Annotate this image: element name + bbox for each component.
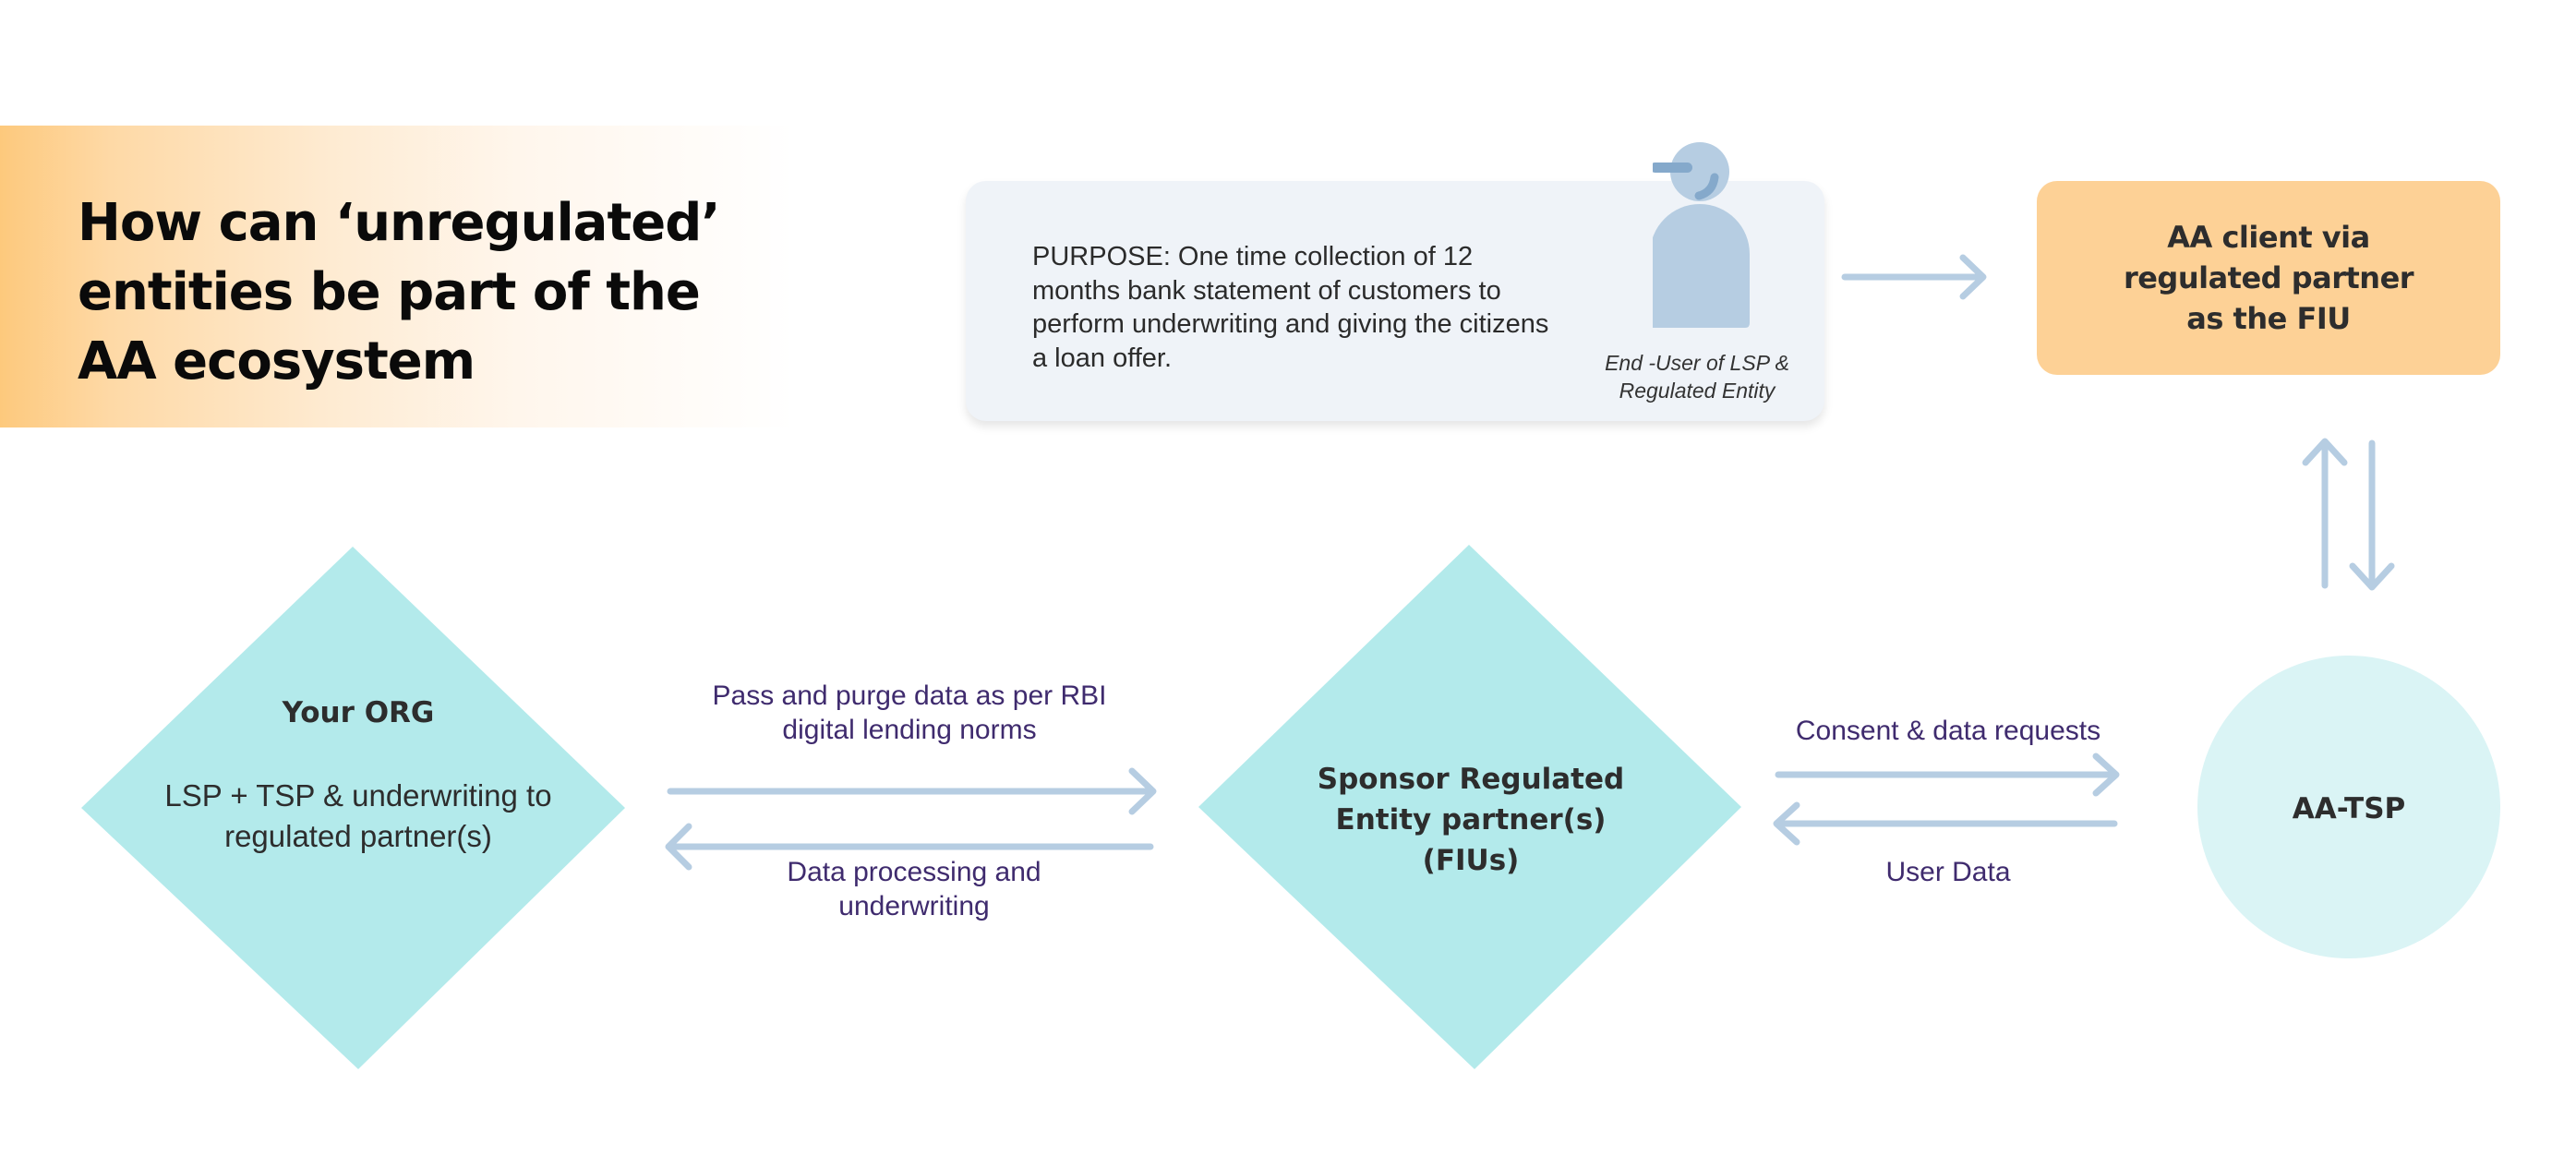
arrow-sponsor-to-org — [665, 823, 1154, 871]
your-org-diamond — [81, 547, 625, 1069]
flow-label-consent-requests: Consent & data requests — [1795, 716, 2101, 746]
your-org-description: LSP + TSP & underwriting to regulated pa… — [164, 778, 552, 853]
flow-label-pass-and-purge: Pass and purge data as per RBI digital l… — [712, 680, 1107, 745]
aa-client-node: AA client via regulated partner as the F… — [2037, 181, 2500, 375]
aa-tsp-circle — [2197, 656, 2500, 958]
sponsor-label: Sponsor Regulated Entity partner(s) (FIU… — [1317, 763, 1625, 877]
arrow-org-to-sponsor — [667, 767, 1157, 815]
page-title: How can ‘unregulated’ entities be part o… — [78, 193, 721, 391]
arrow-down-to-aa-tsp — [2349, 440, 2395, 591]
end-user-caption: End -User of LSP & Regulated Entity — [1605, 351, 1789, 403]
your-org-title: Your ORG — [282, 696, 435, 729]
arrow-up-to-aa-client — [2302, 438, 2348, 589]
flow-label-user-data: User Data — [1885, 857, 2011, 887]
flow-label-data-processing: Data processing and underwriting — [787, 857, 1041, 921]
aa-client-label: AA client via regulated partner as the F… — [2123, 220, 2414, 336]
aa-tsp-label: AA-TSP — [2292, 792, 2406, 825]
person-body — [1653, 204, 1750, 328]
headset-band — [1653, 163, 1692, 173]
title-banner — [0, 126, 803, 427]
arrow-right-to-aa-client — [1841, 254, 1987, 300]
arrow-aa-tsp-to-sponsor — [1773, 801, 2118, 846]
person-icon — [1653, 142, 1750, 328]
sponsor-diamond — [1198, 545, 1741, 1069]
headset-mic — [1694, 173, 1719, 200]
purpose-text: PURPOSE: One time collection of 12 month… — [1032, 242, 1549, 373]
arrow-sponsor-to-aa-tsp — [1775, 753, 2120, 797]
